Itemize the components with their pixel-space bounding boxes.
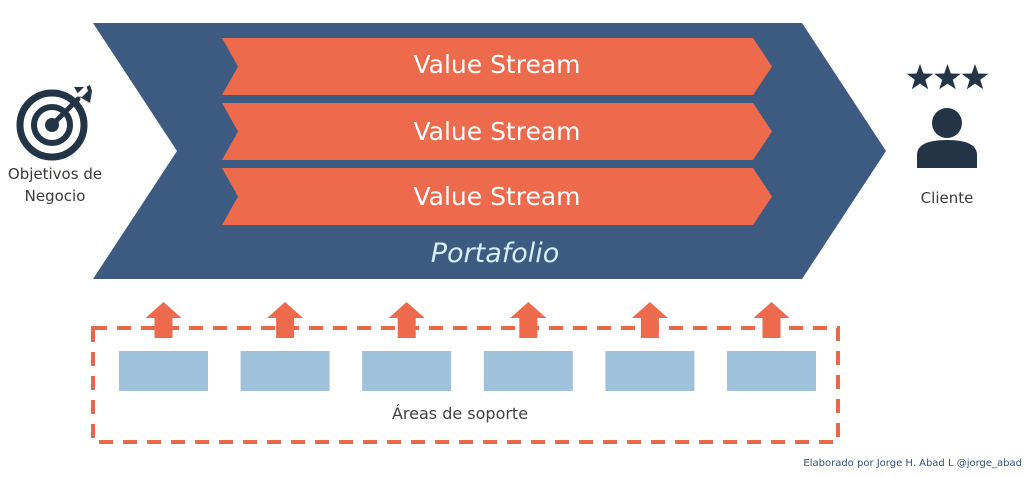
value-stream-arrow-1 xyxy=(222,38,772,95)
support-area-box-3 xyxy=(362,351,452,391)
value-stream-label-1: Value Stream xyxy=(413,50,581,79)
value-stream-label-3: Value Stream xyxy=(413,182,581,211)
star-icon xyxy=(906,64,934,90)
business-goals-label: Objetivos de Negocio xyxy=(7,165,103,205)
star-icon xyxy=(934,64,961,90)
arrow-up-icon xyxy=(267,302,304,338)
value-stream-label-2: Value Stream xyxy=(413,117,581,146)
arrow-up-icon xyxy=(510,302,547,338)
support-area-box-2 xyxy=(240,351,330,391)
arrow-up-icon xyxy=(388,302,425,338)
person-icon xyxy=(917,108,977,168)
target-arrow-icon xyxy=(16,85,92,161)
value-stream-arrow-3 xyxy=(222,168,772,225)
portfolio-label: Portafolio xyxy=(430,238,560,269)
author-credit: Elaborado por Jorge H. Abad L @jorge_aba… xyxy=(803,458,1022,469)
support-areas-dashed-border xyxy=(91,326,840,444)
support-area-box-5 xyxy=(605,351,695,391)
support-area-box-6 xyxy=(727,351,816,391)
arrow-up-icon xyxy=(631,302,668,338)
support-areas-label: Áreas de soporte xyxy=(391,404,529,423)
arrow-up-icon xyxy=(753,302,790,338)
three-stars-icon xyxy=(906,64,989,90)
client-label: Cliente xyxy=(920,189,974,207)
support-area-box-1 xyxy=(119,351,208,391)
value-stream-arrow-2 xyxy=(222,103,772,160)
support-area-box-4 xyxy=(483,351,573,391)
star-icon xyxy=(961,64,989,90)
arrow-up-icon xyxy=(145,302,182,338)
